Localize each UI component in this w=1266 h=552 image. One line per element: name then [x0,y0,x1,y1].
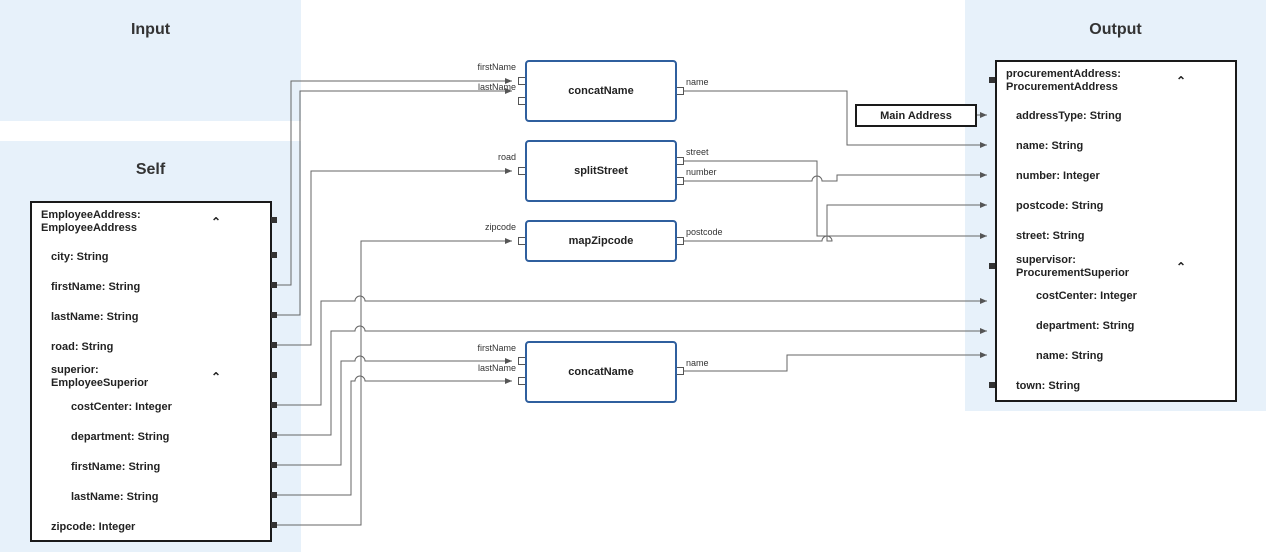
port-target-supervisor [989,263,995,269]
target-field-sup-name[interactable]: name: String [1036,350,1104,362]
port-target-town [989,382,995,388]
wire-concat2-supname [683,352,987,372]
port-source-firstName [271,282,277,288]
caret-up-icon[interactable]: ⌃ [1176,260,1187,274]
source-field-firstName[interactable]: firstName: String [51,281,141,293]
source-field-road[interactable]: road: String [51,341,114,353]
target-field-costCenter[interactable]: costCenter: Integer [1036,290,1137,302]
source-field-superior-line2[interactable]: EmployeeSuperior [51,377,149,389]
port-zip-out [676,237,684,245]
port-source-superior [271,372,277,378]
function-node-mapZipcode[interactable]: mapZipcode [525,220,677,262]
input-panel-title: Input [130,21,171,38]
source-field-sup-lastName[interactable]: lastName: String [71,491,159,503]
wire-road-split [277,168,512,346]
target-field-postcode[interactable]: postcode: String [1016,200,1104,212]
function-node-splitStreet[interactable]: splitStreet [525,140,677,202]
wire-zip-postcode [683,202,987,242]
target-field-addressType[interactable]: addressType: String [1016,110,1122,122]
wire-supFirstName-concat2 [277,355,512,466]
port-concat2-out [676,367,684,375]
port-source-road [271,342,277,348]
port-split-out1 [676,157,684,165]
source-header-line1: EmployeeAddress: [41,209,141,221]
port-source-lastName [271,312,277,318]
function-node-concatName-1[interactable]: concatName [525,60,677,122]
wire-lastName-concat1 [277,88,512,316]
target-field-street[interactable]: street: String [1016,230,1085,242]
target-header-line1: procurementAddress: [1006,68,1121,80]
wire-supLastName-concat2 [277,375,512,496]
wire-costCenter-target [277,295,987,406]
port-label-name: name [686,358,709,368]
target-field-supervisor-line1[interactable]: supervisor: [1016,254,1076,266]
wire-firstName-concat1 [277,78,512,286]
source-schema-box: EmployeeAddress: EmployeeAddress ⌃ city:… [30,201,272,542]
target-field-number[interactable]: number: Integer [1016,170,1100,182]
port-source-zipcode [271,522,277,528]
port-label-lastName: lastName [477,82,516,92]
source-field-costCenter[interactable]: costCenter: Integer [71,401,172,413]
wire-zipcode-zip [277,238,512,526]
port-source-sup-firstName [271,462,277,468]
wire-concat1-name [683,90,987,148]
caret-up-icon[interactable]: ⌃ [211,215,222,229]
port-source-costCenter [271,402,277,408]
port-label-postcode: postcode [686,227,723,237]
port-label-firstName: firstName [477,62,516,72]
target-field-name[interactable]: name: String [1016,140,1084,152]
port-split-out2 [676,177,684,185]
wire-split-number [683,172,987,182]
port-source-header [271,217,277,223]
port-target-header [989,77,995,83]
port-label-number: number [686,167,717,177]
source-field-department[interactable]: department: String [71,431,170,443]
port-label-lastName: lastName [477,363,516,373]
source-field-city[interactable]: city: String [51,251,109,263]
target-field-town[interactable]: town: String [1016,380,1081,392]
port-label-street: street [686,147,709,157]
port-concat1-out [676,87,684,95]
target-header-line2: ProcurementAddress [1006,81,1118,93]
target-schema-box: procurementAddress: ProcurementAddress ⌃… [995,60,1237,402]
port-label-name: name [686,77,709,87]
target-field-department[interactable]: department: String [1036,320,1135,332]
port-label-firstName: firstName [477,343,516,353]
wire-department-target [277,325,987,436]
wire-split-street [683,160,987,239]
source-field-zipcode[interactable]: zipcode: Integer [51,521,136,533]
port-source-sup-lastName [271,492,277,498]
function-node-concatName-2[interactable]: concatName [525,341,677,403]
constant-main-address[interactable]: Main Address [855,104,977,127]
port-source-city [271,252,277,258]
target-field-supervisor-line2[interactable]: ProcurementSuperior [1016,267,1130,279]
self-panel-title: Self [135,161,166,178]
port-label-road: road [497,152,516,162]
input-panel [0,0,301,121]
port-source-department [271,432,277,438]
port-label-zipcode: zipcode [484,222,516,232]
caret-up-icon[interactable]: ⌃ [211,370,222,384]
output-panel-title: Output [1089,21,1142,38]
source-field-superior-line1[interactable]: superior: [51,364,99,376]
source-header-line2: EmployeeAddress [41,222,137,234]
source-field-lastName[interactable]: lastName: String [51,311,139,323]
caret-up-icon[interactable]: ⌃ [1176,74,1187,88]
source-field-sup-firstName[interactable]: firstName: String [71,461,161,473]
